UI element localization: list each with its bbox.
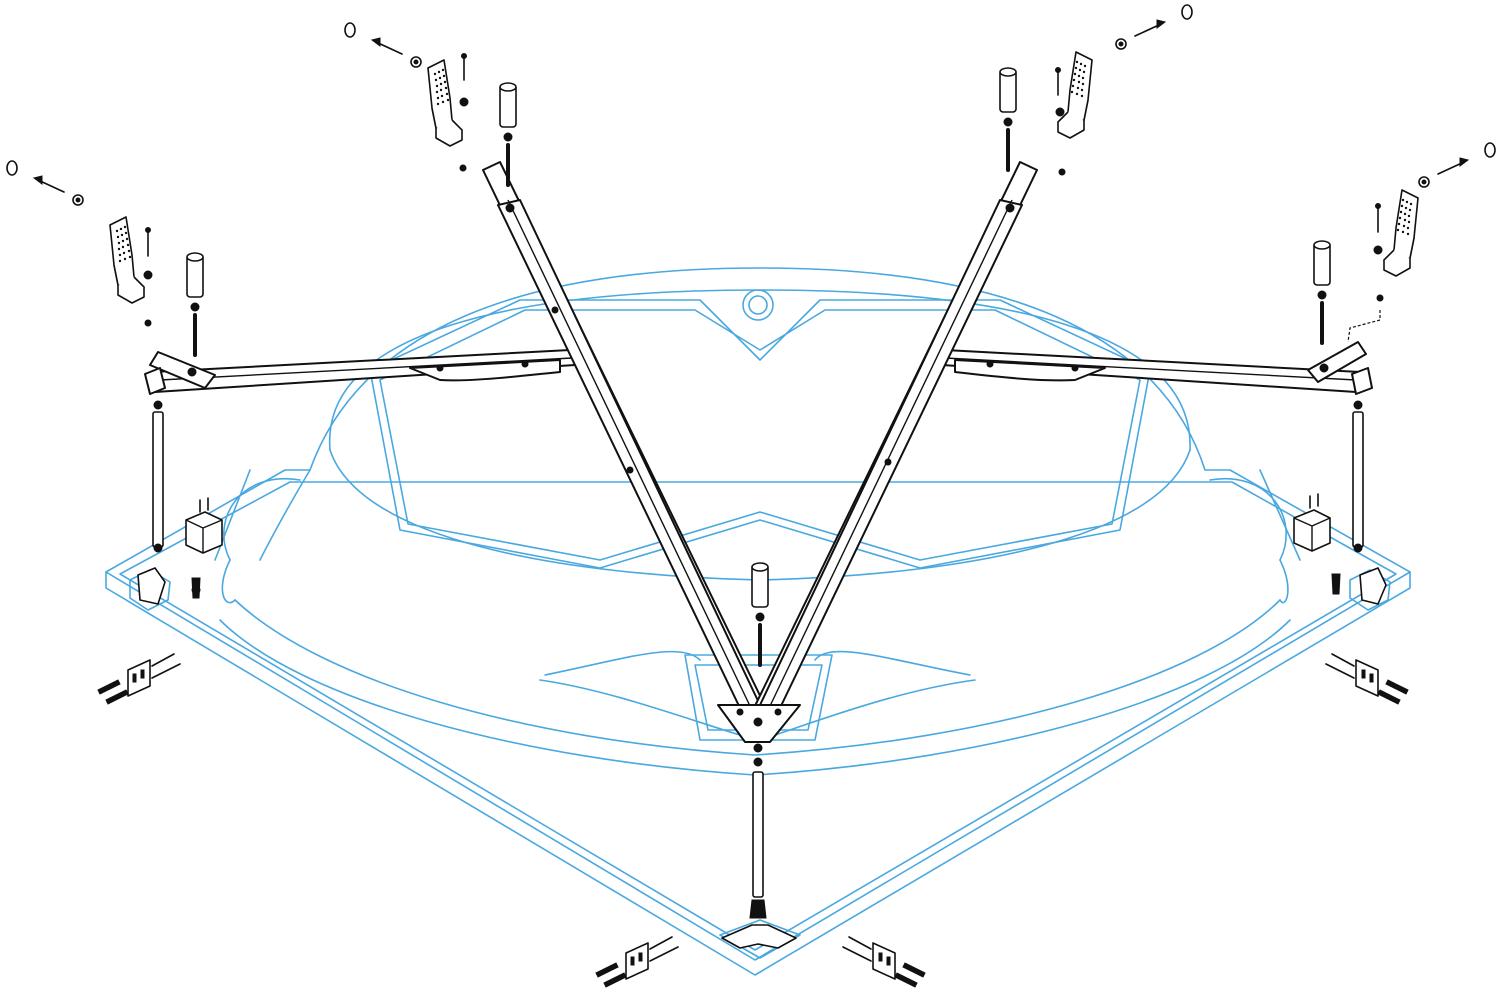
support-frame [6,4,1496,988]
right-crossbar [941,349,1361,393]
mount-plate-left [137,567,166,605]
bracket-screws [143,53,1384,343]
bolt-front [750,561,770,667]
bolt-right-outer [1312,239,1332,345]
clip-front-right [842,936,926,988]
bolt-right-inner [998,66,1018,172]
right-leg [1352,400,1364,553]
bracket-right-inner [1057,51,1093,139]
wall-fixing-left-outer [6,160,84,206]
wall-fixing-left-inner [344,22,422,68]
right-diagonal-beam [751,161,1038,716]
left-diagonal-beam [482,161,769,716]
bracket-right-outer [1383,189,1419,277]
front-leg [749,743,767,919]
clip-right [1325,653,1409,705]
bolt-left-outer [185,251,205,357]
left-leg [152,400,164,553]
left-crossbar [151,349,576,393]
foot-block-left [185,497,223,599]
wall-fixing-right-outer [1418,142,1496,188]
wall-fixing-right-inner [1115,4,1193,50]
bracket-left-outer [109,216,145,304]
foot-block-right [1293,493,1341,595]
mount-plate-front [721,924,797,949]
mount-plate-right [1359,567,1387,605]
clip-left [97,653,181,705]
bracket-left-inner [427,59,463,147]
left-end-plate [149,351,216,389]
clip-front-left [595,936,679,988]
